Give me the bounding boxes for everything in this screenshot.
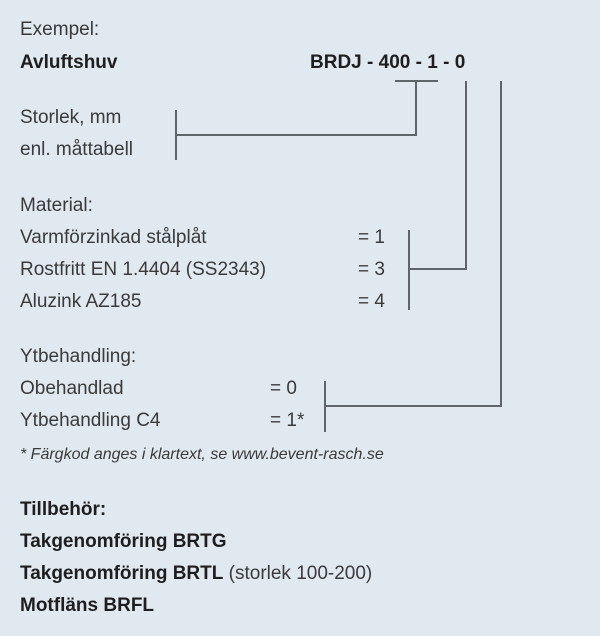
material-option-label: Aluzink AZ185	[20, 291, 142, 312]
finish-option-label: Ytbehandling C4	[20, 410, 161, 431]
product-code: BRDJ - 400 - 1 - 0	[310, 52, 465, 74]
accessory-name: Takgenomföring BRTG	[20, 531, 227, 552]
finish-bracket	[324, 381, 326, 432]
accessory-name: Takgenomföring BRTL	[20, 563, 224, 584]
code-size: 400	[378, 52, 411, 73]
code-sep: -	[415, 52, 422, 73]
accessory-note: (storlek 100-200)	[228, 563, 373, 584]
product-name: Avluftshuv	[20, 52, 118, 73]
finish-connector-vertical	[500, 81, 502, 407]
finish-option-code: = 1*	[270, 410, 305, 431]
size-label-line2: enl. måttabell	[20, 139, 134, 160]
material-heading: Material:	[20, 195, 93, 216]
code-material: 1	[427, 52, 438, 73]
finish-footnote: * Färgkod anges i klartext, se www.beven…	[20, 446, 384, 463]
accessories-heading: Tillbehör:	[20, 499, 107, 520]
material-bracket	[408, 230, 410, 310]
material-option-code: = 4	[358, 291, 385, 312]
material-connector-vertical	[465, 81, 467, 270]
finish-option-label: Obehandlad	[20, 378, 124, 399]
accessory-item: Takgenomföring BRTL (storlek 100-200)	[20, 563, 372, 585]
finish-heading: Ytbehandling:	[20, 346, 137, 367]
size-connector-horizontal	[176, 134, 417, 136]
accessory-item: Takgenomföring BRTG	[20, 531, 227, 553]
material-option-code: = 3	[358, 259, 385, 280]
finish-option-code: = 0	[270, 378, 297, 399]
finish-connector-horizontal	[325, 405, 502, 407]
material-connector-horizontal	[409, 268, 467, 270]
size-connector-vertical	[415, 80, 417, 136]
accessory-name: Motfläns BRFL	[20, 595, 155, 616]
material-option-code: = 1	[358, 227, 385, 248]
material-option-label: Varmförzinkad stålplåt	[20, 227, 207, 248]
size-bracket	[175, 110, 177, 160]
code-sep: -	[443, 52, 450, 73]
size-label-line1: Storlek, mm	[20, 107, 122, 128]
accessory-item: Motfläns BRFL	[20, 595, 154, 617]
material-option-label: Rostfritt EN 1.4404 (SS2343)	[20, 259, 267, 280]
code-finish: 0	[454, 52, 466, 73]
example-label: Exempel:	[20, 19, 100, 40]
code-sep: -	[367, 52, 374, 73]
code-series: BRDJ	[310, 52, 362, 73]
